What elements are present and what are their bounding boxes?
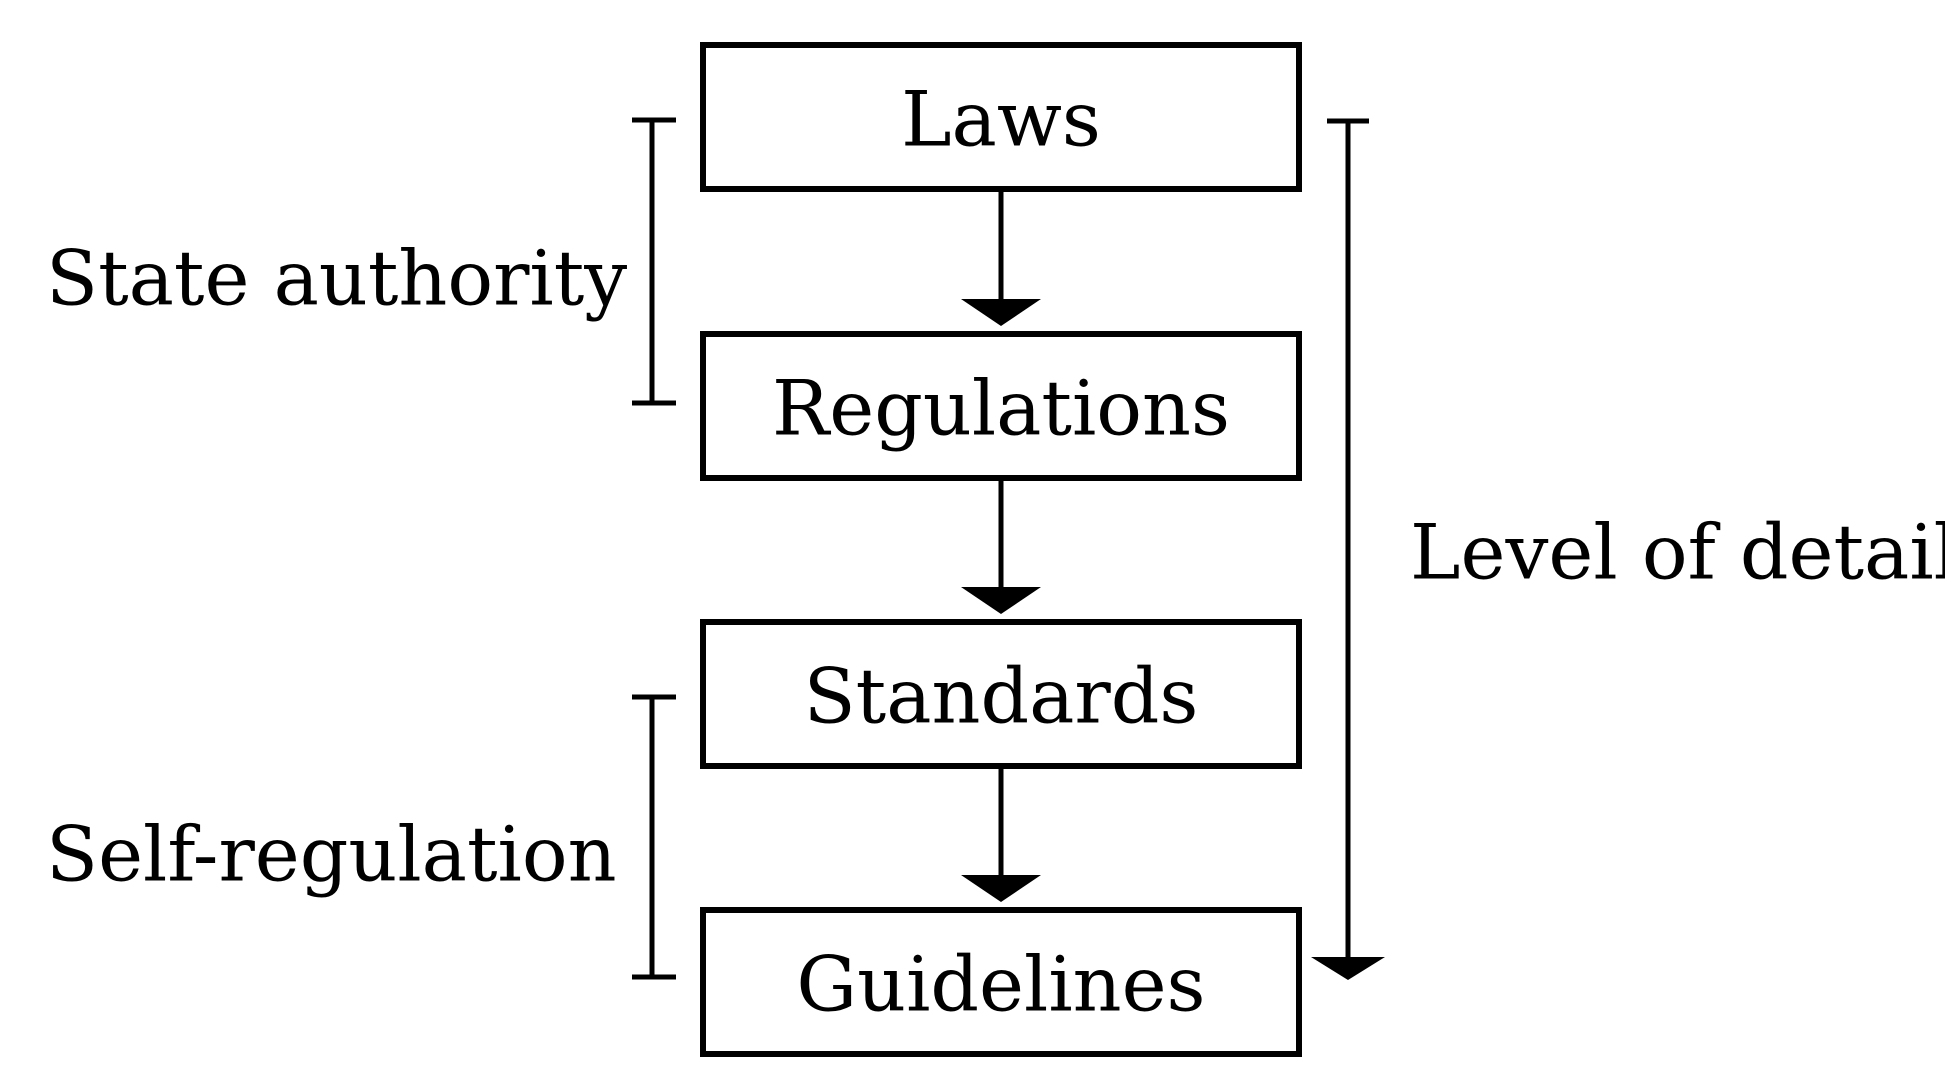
box-standards: Standards — [700, 619, 1302, 769]
box-standards-label: Standards — [804, 652, 1199, 741]
arrow-laws-to-regulations — [961, 189, 1041, 326]
box-laws-label: Laws — [901, 75, 1101, 164]
box-regulations-label: Regulations — [772, 364, 1230, 453]
label-state-authority: State authority — [46, 234, 627, 323]
label-self-regulation: Self-regulation — [46, 810, 617, 899]
label-level-of-detail: Level of detail — [1410, 508, 1945, 597]
bracket-self-regulation — [632, 694, 676, 980]
box-guidelines-label: Guidelines — [796, 940, 1205, 1029]
box-laws: Laws — [700, 42, 1302, 192]
arrow-regulations-to-standards — [961, 478, 1041, 614]
arrow-level-of-detail — [1311, 118, 1385, 980]
box-guidelines: Guidelines — [700, 907, 1302, 1057]
arrow-standards-to-guidelines — [961, 766, 1041, 902]
bracket-state-authority — [632, 117, 676, 406]
box-regulations: Regulations — [700, 331, 1302, 481]
